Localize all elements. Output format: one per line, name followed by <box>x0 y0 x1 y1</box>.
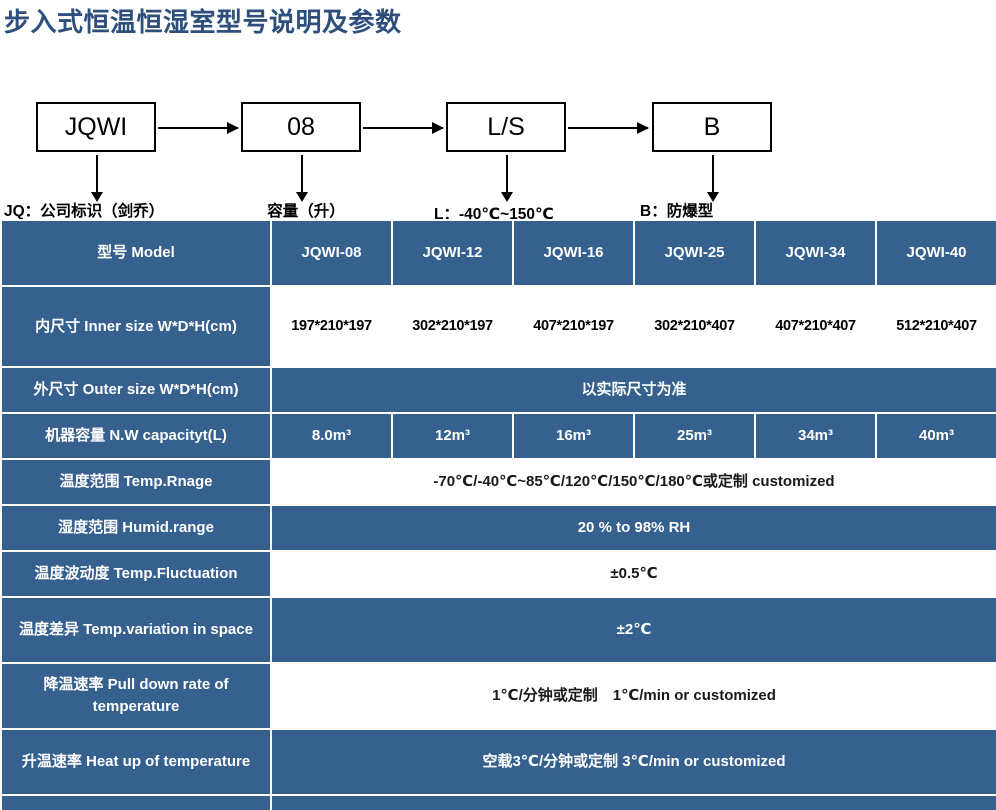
flow-down-arrow-1 <box>91 155 103 202</box>
table-row-humid-range: 湿度范围 Humid.range 20 % to 98% RH <box>2 506 996 550</box>
flow-down-arrow-3 <box>501 155 513 202</box>
humid-range-value: 20 % to 98% RH <box>272 506 996 550</box>
spec-table-body: 型号 Model JQWI-08 JQWI-12 JQWI-16 JQWI-25… <box>2 221 996 810</box>
header-model-2: JQWI-12 <box>393 221 512 285</box>
inner-size-value-3: 407*210*197 <box>514 287 633 366</box>
table-row-inner-size: 内尺寸 Inner size W*D*H(cm) 197*210*197 302… <box>2 287 996 366</box>
row-label-capacity: 机器容量 N.W capacityt(L) <box>2 414 270 458</box>
capacity-value-1: 8.0m³ <box>272 414 391 458</box>
row-label-outer-size: 外尺寸 Outer size W*D*H(cm) <box>2 368 270 412</box>
table-row-cutoff <box>2 796 996 810</box>
flow-legend-3-line-1: L：-40℃~150℃ <box>434 206 554 223</box>
page-title: 步入式恒温恒湿室型号说明及参数 <box>4 7 402 37</box>
header-model-1: JQWI-08 <box>272 221 391 285</box>
flow-arrow-1 <box>158 122 239 134</box>
pull-down-rate-value: 1℃/分钟或定制 1℃/min or customized <box>272 664 996 728</box>
flow-arrow-2 <box>363 122 444 134</box>
row-label-humid-range: 湿度范围 Humid.range <box>2 506 270 550</box>
table-row-temp-range: 温度范围 Temp.Rnage -70℃/-40℃~85℃/120℃/150℃/… <box>2 460 996 504</box>
model-code-flow-diagram: JQWI 08 L/S B JQ：公司标识（剑乔） （Company logo）… <box>0 50 996 260</box>
table-row-capacity: 机器容量 N.W capacityt(L) 8.0m³ 12m³ 16m³ 25… <box>2 414 996 458</box>
flow-box-1: JQWI <box>36 102 156 152</box>
row-label-cutoff <box>2 796 270 810</box>
row-label-inner-size: 内尺寸 Inner size W*D*H(cm) <box>2 287 270 366</box>
inner-size-value-2: 302*210*197 <box>393 287 512 366</box>
header-label-model: 型号 Model <box>2 221 270 285</box>
table-row-heat-up-rate: 升温速率 Heat up of temperature 空载3℃/分钟或定制 3… <box>2 730 996 794</box>
header-model-6: JQWI-40 <box>877 221 996 285</box>
flow-down-arrow-4 <box>707 155 719 202</box>
table-header-row: 型号 Model JQWI-08 JQWI-12 JQWI-16 JQWI-25… <box>2 221 996 285</box>
capacity-value-6: 40m³ <box>877 414 996 458</box>
cutoff-value <box>272 796 996 810</box>
capacity-value-3: 16m³ <box>514 414 633 458</box>
table-row-temp-fluctuation: 温度波动度 Temp.Fluctuation ±0.5℃ <box>2 552 996 596</box>
header-model-5: JQWI-34 <box>756 221 875 285</box>
row-label-temp-range: 温度范围 Temp.Rnage <box>2 460 270 504</box>
flow-down-arrow-2 <box>296 155 308 202</box>
spec-table: 型号 Model JQWI-08 JQWI-12 JQWI-16 JQWI-25… <box>0 219 996 810</box>
header-model-4: JQWI-25 <box>635 221 754 285</box>
flow-box-3: L/S <box>446 102 566 152</box>
row-label-heat-up-rate: 升温速率 Heat up of temperature <box>2 730 270 794</box>
inner-size-value-6: 512*210*407 <box>877 287 996 366</box>
table-row-temp-variation: 温度差异 Temp.variation in space ±2℃ <box>2 598 996 662</box>
heat-up-rate-value: 空载3℃/分钟或定制 3℃/min or customized <box>272 730 996 794</box>
inner-size-value-1: 197*210*197 <box>272 287 391 366</box>
capacity-value-5: 34m³ <box>756 414 875 458</box>
flow-box-2: 08 <box>241 102 361 152</box>
outer-size-value: 以实际尺寸为准 <box>272 368 996 412</box>
capacity-value-4: 25m³ <box>635 414 754 458</box>
inner-size-value-4: 302*210*407 <box>635 287 754 366</box>
inner-size-value-5: 407*210*407 <box>756 287 875 366</box>
flow-legend-1-line-1: JQ：公司标识（剑乔） <box>4 203 165 220</box>
capacity-value-2: 12m³ <box>393 414 512 458</box>
table-row-outer-size: 外尺寸 Outer size W*D*H(cm) 以实际尺寸为准 <box>2 368 996 412</box>
flow-arrow-3 <box>568 122 649 134</box>
flow-legend-2-line-1: 容量（升） <box>267 203 345 220</box>
flow-box-4: B <box>652 102 772 152</box>
table-row-pull-down-rate: 降温速率 Pull down rate of temperature 1℃/分钟… <box>2 664 996 728</box>
flow-legend-4-line-1: B：防爆型 <box>640 203 714 220</box>
row-label-pull-down-rate: 降温速率 Pull down rate of temperature <box>2 664 270 728</box>
row-label-temp-variation: 温度差异 Temp.variation in space <box>2 598 270 662</box>
header-model-3: JQWI-16 <box>514 221 633 285</box>
temp-variation-value: ±2℃ <box>272 598 996 662</box>
temp-fluctuation-value: ±0.5℃ <box>272 552 996 596</box>
row-label-temp-fluctuation: 温度波动度 Temp.Fluctuation <box>2 552 270 596</box>
temp-range-value: -70℃/-40℃~85℃/120℃/150℃/180℃或定制 customiz… <box>272 460 996 504</box>
